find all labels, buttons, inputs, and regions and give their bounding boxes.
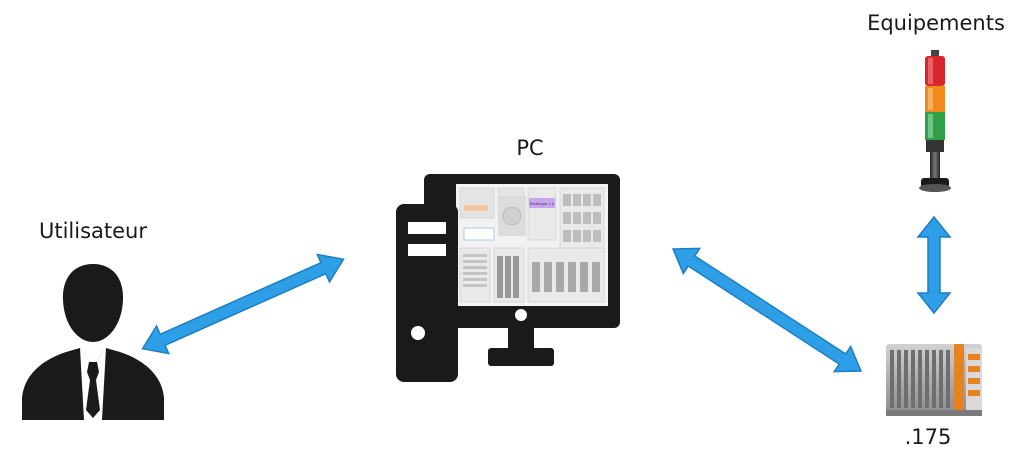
arrow-equipment-controller: [916, 215, 952, 315]
arrow-pc-controller: [671, 247, 863, 373]
pc-screen-badge: Prototype 1.0: [530, 202, 555, 206]
arrow-user-pc: [141, 253, 345, 355]
desktop-computer-icon: Prototype 1.0: [396, 174, 620, 382]
user-icon: [22, 264, 164, 420]
user-label: Utilisateur: [39, 219, 147, 243]
pc-label: PC: [516, 136, 543, 160]
plc-controller-icon: [886, 344, 982, 416]
signal-tower-light-icon: [919, 50, 951, 192]
controller-label: .175: [905, 425, 952, 449]
equipment-label: Equipements: [867, 11, 1005, 35]
pc-screen-ui: Prototype 1.0: [459, 187, 605, 303]
